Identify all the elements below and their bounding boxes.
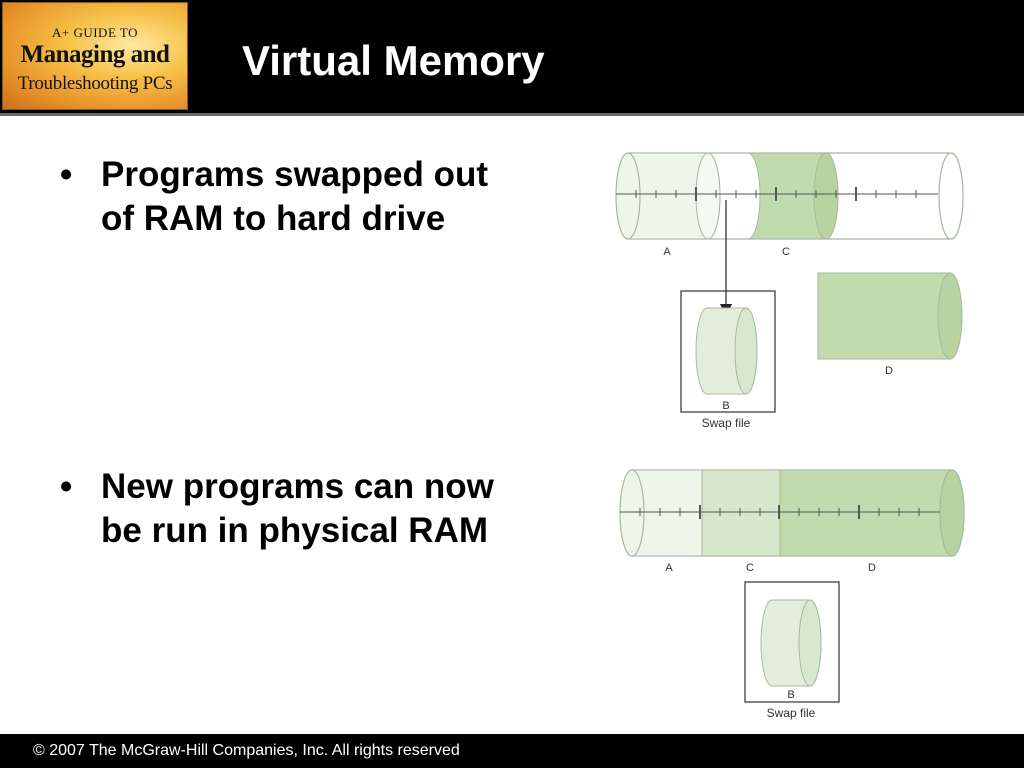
standalone-program-d — [817, 272, 963, 360]
top-label-a: A — [663, 246, 671, 258]
bottom-label-d: D — [868, 562, 876, 574]
bottom-swap-file — [744, 581, 840, 703]
logo-line-1: A+ GUIDE TO — [51, 25, 138, 40]
bottom-segment-d — [779, 469, 965, 557]
copyright-text: © 2007 The McGraw-Hill Companies, Inc. A… — [33, 742, 460, 759]
bottom-label-b: B — [787, 689, 794, 701]
bullet-2-line-2: be run in physical RAM — [101, 511, 488, 550]
bottom-segment-c — [701, 469, 781, 557]
bullet-2-line-1: New programs can now — [101, 467, 494, 506]
bottom-ram-cylinder — [619, 469, 965, 557]
top-label-c: C — [782, 246, 790, 258]
top-ram-cylinder — [615, 152, 964, 240]
book-cover-logo: A+ GUIDE TO Managing and Troubleshooting… — [2, 2, 188, 110]
top-label-d: D — [885, 365, 893, 377]
slide-title: Virtual Memory — [242, 37, 545, 84]
slide-header: A+ GUIDE TO Managing and Troubleshooting… — [0, 0, 1024, 116]
bottom-swap-caption: Swap file — [767, 706, 816, 720]
header-divider — [0, 113, 1024, 116]
top-swap-file — [680, 290, 776, 413]
slide-footer: © 2007 The McGraw-Hill Companies, Inc. A… — [0, 734, 1024, 768]
bullet-dot-icon: • — [60, 155, 73, 194]
bullet-1-line-2: of RAM to hard drive — [101, 199, 446, 238]
logo-line-3: Troubleshooting PCs — [17, 73, 173, 94]
bullet-item-2: • New programs can now be run in physica… — [60, 465, 620, 553]
bottom-label-c: C — [746, 562, 754, 574]
bullet-1-line-1: Programs swapped out — [101, 155, 489, 194]
bullet-item-1: • Programs swapped out of RAM to hard dr… — [60, 153, 620, 241]
bottom-label-a: A — [665, 562, 673, 574]
top-label-b: B — [722, 400, 729, 412]
logo-line-2: Managing and — [20, 41, 170, 68]
top-swap-caption: Swap file — [702, 416, 751, 430]
bullet-dot-icon: • — [60, 467, 73, 506]
